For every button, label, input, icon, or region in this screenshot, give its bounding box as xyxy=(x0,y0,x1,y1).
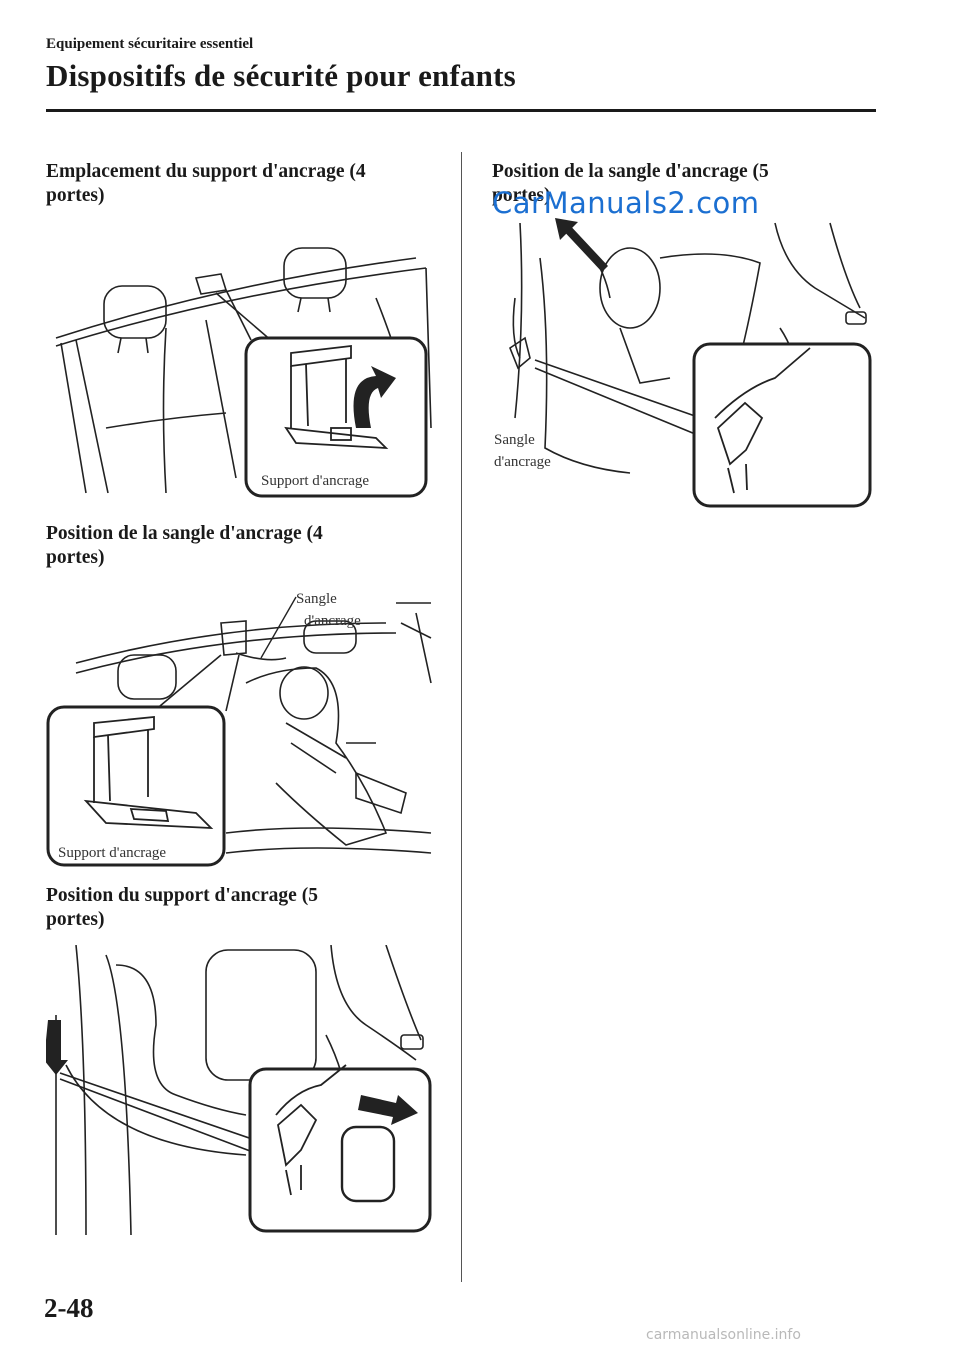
label-strap-line1: Sangle xyxy=(494,432,535,448)
figure-anchor-support-5door xyxy=(46,945,432,1235)
footer-link[interactable]: carmanualsonline.info xyxy=(646,1327,801,1343)
breadcrumb: Equipement sécuritaire essentiel xyxy=(46,36,254,52)
label-anchor-support: Support d'ancrage xyxy=(58,845,166,861)
section-heading-2: Position de la sangle d'ancrage (4 porte… xyxy=(46,523,323,568)
label-strap-line2: d'ancrage xyxy=(304,613,361,629)
page-title: Dispositifs de sécurité pour enfants xyxy=(46,58,516,93)
figure-anchor-strap-4door: Sangle d'ancrage Support d'ancrage xyxy=(46,591,432,867)
label-strap-line2: d'ancrage xyxy=(494,454,551,470)
section-heading-3: Position du support d'ancrage (5 portes) xyxy=(46,885,318,930)
column-divider xyxy=(461,152,462,1282)
section-heading-4: Position de la sangle d'ancrage (5 porte… xyxy=(492,161,769,206)
title-rule xyxy=(46,109,876,112)
label-anchor-support: Support d'ancrage xyxy=(261,473,369,489)
page-number: 2-48 xyxy=(44,1293,94,1323)
figure-anchor-strap-5door: Sangle d'ancrage xyxy=(494,218,872,508)
figure-anchor-support-4door: Support d'ancrage xyxy=(55,247,432,498)
watermark: CarManuals2.com xyxy=(492,186,760,220)
section-heading-1: Emplacement du support d'ancrage (4 port… xyxy=(46,161,366,206)
label-strap-line1: Sangle xyxy=(296,591,337,607)
